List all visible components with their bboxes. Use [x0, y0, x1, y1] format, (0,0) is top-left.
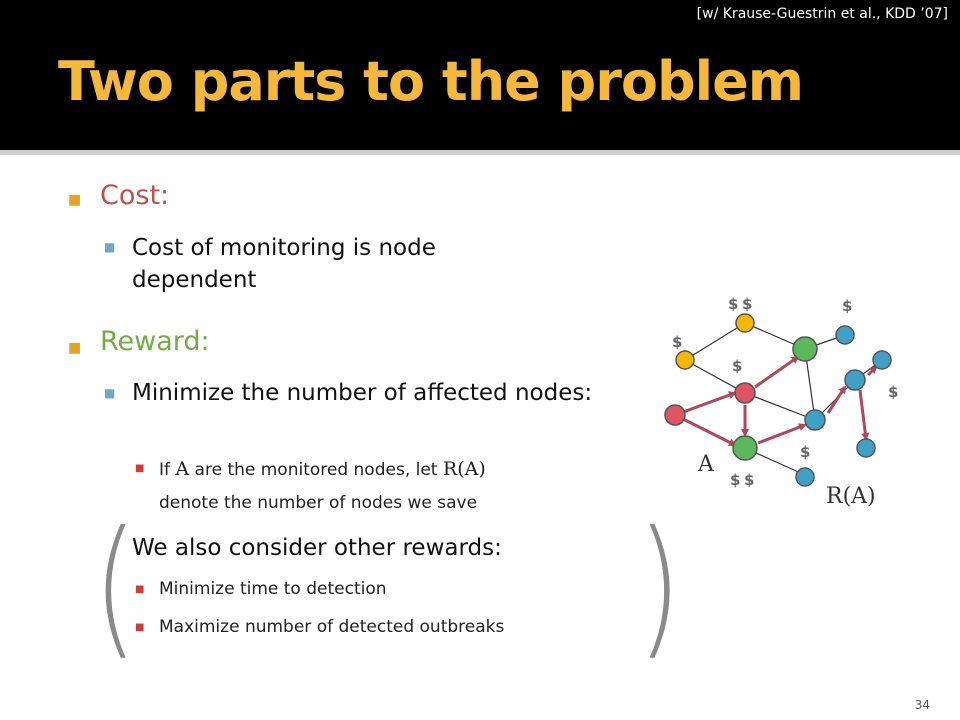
detail-text: are the monitored nodes, let	[189, 460, 443, 480]
node-saved	[844, 369, 866, 391]
reward-heading: Reward:	[100, 326, 210, 357]
node-saved	[804, 409, 826, 431]
citation: [w/ Krause-Guestrin et al., KDD ’07]	[696, 6, 948, 22]
detail-text: If	[159, 460, 176, 480]
sub-sub-bullet-marker: ■	[135, 584, 145, 595]
node-saved	[872, 350, 892, 370]
edge	[684, 322, 746, 361]
dollar-icon: $	[730, 471, 740, 489]
node-saved	[835, 325, 855, 345]
cascade-edge	[757, 423, 807, 445]
slide-title: Two parts to the problem	[58, 50, 804, 113]
bullet-marker-cost: ■	[68, 192, 82, 208]
sub-sub-bullet-marker: ■	[135, 463, 145, 474]
node-infected	[664, 404, 686, 426]
edge	[684, 359, 746, 394]
cascade-edge	[858, 389, 870, 441]
reward-detail-line1: If A are the monitored nodes, let R(A)	[159, 456, 486, 483]
graph-nodes	[664, 313, 892, 487]
node-monitored	[792, 336, 818, 362]
variable-ra: R(A)	[442, 458, 486, 480]
cost-description: Cost of monitoring is node dependent	[132, 235, 436, 293]
reward-description: Minimize the number of affected nodes:	[132, 380, 593, 406]
network-graph: $ $ $ $ $ $ $ $ $	[664, 295, 898, 489]
dollar-icon: $	[744, 471, 754, 489]
edge	[744, 392, 816, 421]
cost-heading: Cost:	[100, 180, 170, 211]
cascade-edges	[674, 355, 878, 447]
header-divider	[0, 150, 960, 155]
dollar-icon: $	[732, 357, 742, 375]
sub-bullet-marker: ■	[104, 386, 116, 400]
node-monitored	[732, 435, 758, 461]
sub-bullet-marker: ■	[104, 240, 116, 254]
cascade-edge	[866, 365, 878, 377]
cascade-edge	[754, 355, 800, 389]
node-orange	[675, 350, 695, 370]
graph-label-a: A	[698, 452, 714, 477]
graph-label-ra: R(A)	[826, 484, 876, 509]
cascade-edge	[826, 385, 847, 414]
variable-a: A	[175, 458, 190, 480]
node-infected	[734, 382, 756, 404]
dollar-icon: $	[800, 443, 810, 461]
page-number: 34	[914, 698, 930, 712]
node-saved	[795, 467, 815, 487]
dollar-icon: $	[842, 297, 852, 315]
other-reward-item: Maximize number of detected outbreaks	[159, 617, 505, 637]
dollar-icon: $	[728, 295, 738, 313]
sub-sub-bullet-marker: ■	[135, 622, 145, 633]
right-parenthesis: )	[637, 500, 682, 674]
reward-detail-line2: denote the number of nodes we save	[159, 493, 478, 513]
node-orange	[735, 313, 755, 333]
other-rewards-heading: We also consider other rewards:	[132, 535, 502, 561]
cascade-edge	[674, 413, 737, 447]
bullet-marker-reward: ■	[68, 340, 82, 356]
dollar-icon: $	[672, 333, 682, 351]
dollar-icon: $	[888, 383, 898, 401]
node-saved	[856, 438, 876, 458]
header-bar	[0, 0, 960, 150]
left-parenthesis: (	[93, 500, 138, 674]
other-reward-item: Minimize time to detection	[159, 579, 387, 599]
dollar-icon: $	[742, 295, 752, 313]
cost-glyphs: $ $ $ $ $ $ $ $ $	[672, 295, 898, 489]
